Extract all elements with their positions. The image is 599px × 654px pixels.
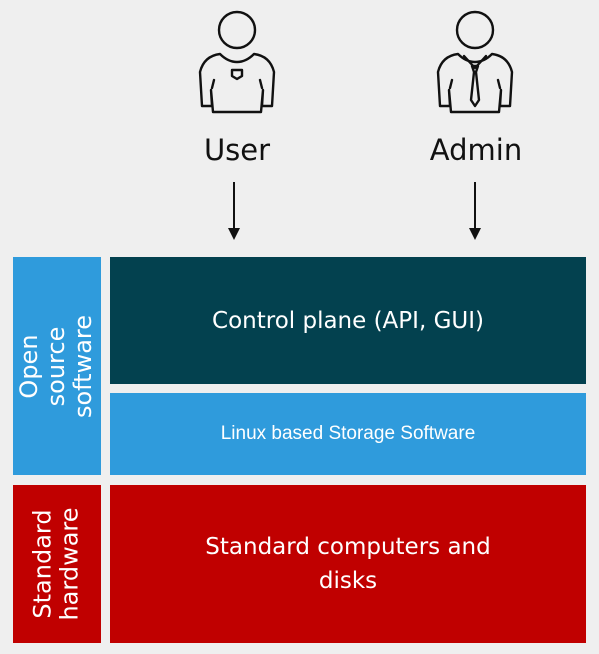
- storage-software-label: Linux based Storage Software: [220, 423, 476, 444]
- software-group-label: Open source software: [13, 257, 101, 475]
- admin-label: Admin: [429, 133, 523, 167]
- admin-arrow-icon: [469, 182, 481, 240]
- hardware-group-label: Standard hardware: [13, 485, 101, 643]
- user-icon: [198, 10, 276, 114]
- user-label: User: [203, 133, 271, 167]
- admin-icon: [436, 10, 514, 114]
- hardware-label: Standard computers and disks: [205, 534, 491, 594]
- control-plane-block: Control plane (API, GUI): [110, 257, 586, 384]
- storage-software-block: Linux based Storage Software: [110, 393, 586, 475]
- user-arrow-icon: [228, 182, 240, 240]
- hardware-block: Standard computers and disks: [110, 485, 586, 643]
- control-plane-label: Control plane (API, GUI): [212, 307, 484, 334]
